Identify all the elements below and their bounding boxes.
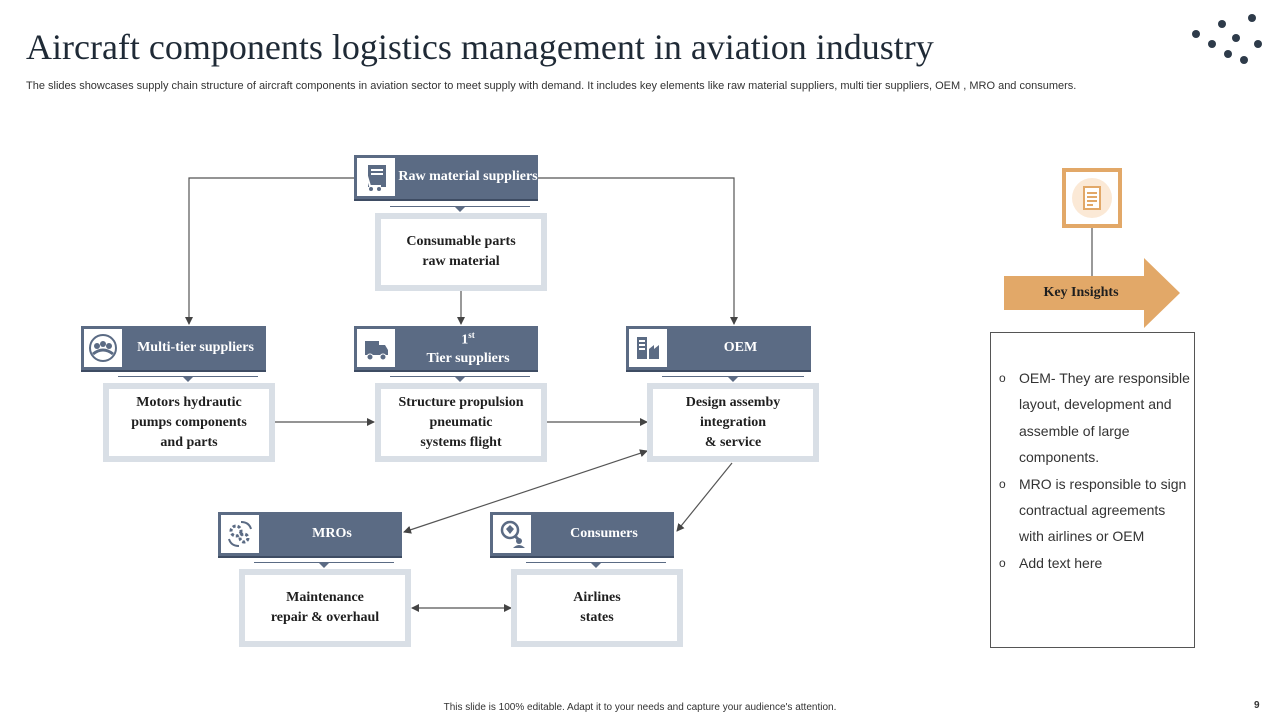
factory-icon (626, 326, 670, 370)
tier1-header-label: 1st Tier suppliers (398, 326, 538, 370)
consumers-box: Airlines states (511, 569, 683, 647)
raw-material-header: Raw material suppliers (354, 155, 538, 201)
user-search-icon (490, 512, 534, 556)
mro-header-label: MROs (312, 526, 352, 541)
page-subtitle: The slides showcases supply chain struct… (26, 80, 1077, 92)
multi-tier-header-label: Multi-tier suppliers (137, 340, 254, 355)
insight-item: o Add text here (999, 550, 1194, 576)
mro-pointer (254, 562, 394, 572)
insight-text: OEM- They are responsible layout, develo… (1019, 370, 1190, 466)
key-insights-arrow (1004, 258, 1180, 328)
connector-oem-mro (403, 449, 648, 534)
insight-text: Add text here (1019, 554, 1103, 571)
oem-header-label: OEM (723, 340, 758, 355)
gears-cycle-icon (218, 512, 262, 556)
tier1-header-number: 1 (461, 332, 469, 348)
multi-tier-header: Multi-tier suppliers (81, 326, 266, 372)
mro-box: Maintenance repair & overhaul (239, 569, 411, 647)
tier1-pointer (390, 376, 530, 386)
consumers-header-label: Consumers (570, 526, 638, 541)
tier1-header: 1st Tier suppliers (354, 326, 538, 372)
oem-pointer (662, 376, 804, 386)
key-insights-box: o OEM- They are responsible layout, devel… (990, 332, 1195, 648)
page-title: Aircraft components logistics management… (26, 27, 934, 67)
connector-raw-to-oem (537, 177, 738, 325)
consumers-header: Consumers (490, 512, 674, 558)
connector-oem-to-consumers (676, 462, 733, 532)
key-insights-label: Key Insights (1043, 285, 1119, 300)
oem-box: Design assemby integration & service (647, 383, 819, 462)
insight-item: o MRO is responsible to sign contractual … (999, 471, 1194, 550)
multi-tier-pointer (118, 376, 258, 386)
decorative-dots (1188, 12, 1268, 76)
bullet-circle-icon: o (999, 476, 1006, 491)
tier1-header-ordinal: st (468, 330, 475, 341)
oem-header: OEM (626, 326, 811, 372)
delivery-truck-icon (354, 326, 398, 370)
shopping-cart-document-icon (354, 155, 398, 199)
insight-text: MRO is responsible to sign contractual a… (1019, 475, 1187, 545)
multi-tier-box: Motors hydrautic pumps components and pa… (103, 383, 275, 462)
tier1-header-text: Tier suppliers (426, 350, 510, 366)
bullet-circle-icon: o (999, 371, 1006, 385)
connector-raw-to-multi (185, 177, 355, 325)
document-list-icon (1062, 168, 1122, 228)
footer-note: This slide is 100% editable. Adapt it to… (443, 702, 837, 713)
consumers-pointer (526, 562, 666, 572)
tier1-box: Structure propulsion pneumatic systems f… (375, 383, 547, 462)
raw-material-box: Consumable parts raw material (375, 213, 547, 291)
team-network-icon (81, 326, 125, 370)
bullet-circle-icon: o (999, 555, 1006, 570)
raw-material-header-label: Raw material suppliers (398, 169, 538, 184)
mro-header: MROs (218, 512, 402, 558)
raw-material-pointer (390, 206, 530, 216)
page-number: 9 (1254, 700, 1260, 711)
insight-item: o OEM- They are responsible layout, devel… (999, 365, 1194, 471)
